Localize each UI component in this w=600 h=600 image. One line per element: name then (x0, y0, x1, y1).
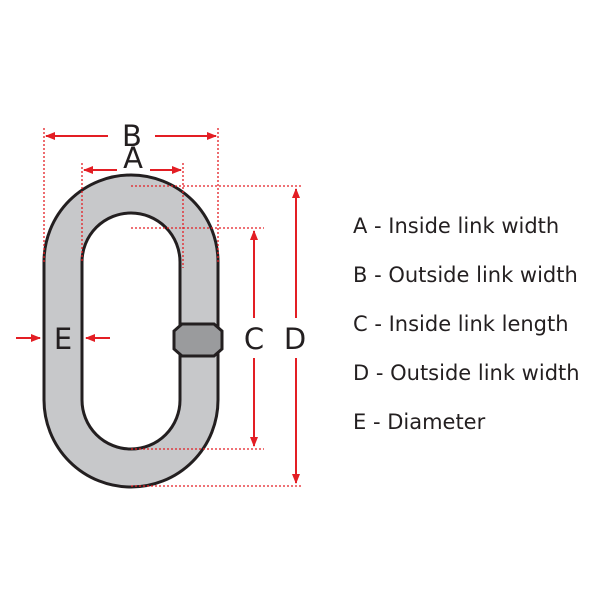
dimension-d-letter: D (284, 322, 306, 356)
dimension-b-letter: B (122, 119, 142, 153)
legend-item-e: E - Diameter (353, 410, 486, 434)
dimension-legend: A - Inside link width B - Outside link w… (353, 208, 580, 453)
legend-item-d: D - Outside link width (353, 361, 580, 385)
dimension-lines (16, 128, 302, 487)
dimension-a-letter: A (123, 141, 143, 175)
legend-item-c: C - Inside link length (353, 312, 569, 336)
dimension-c-letter: C (244, 322, 264, 356)
link-weld-clip (172, 322, 224, 358)
dimension-e-letter: E (54, 322, 72, 356)
chain-link (42, 173, 224, 489)
dimension-labels: B A C D E (54, 119, 306, 356)
legend-item-a: A - Inside link width (353, 214, 560, 238)
legend-item-b: B - Outside link width (353, 263, 578, 287)
